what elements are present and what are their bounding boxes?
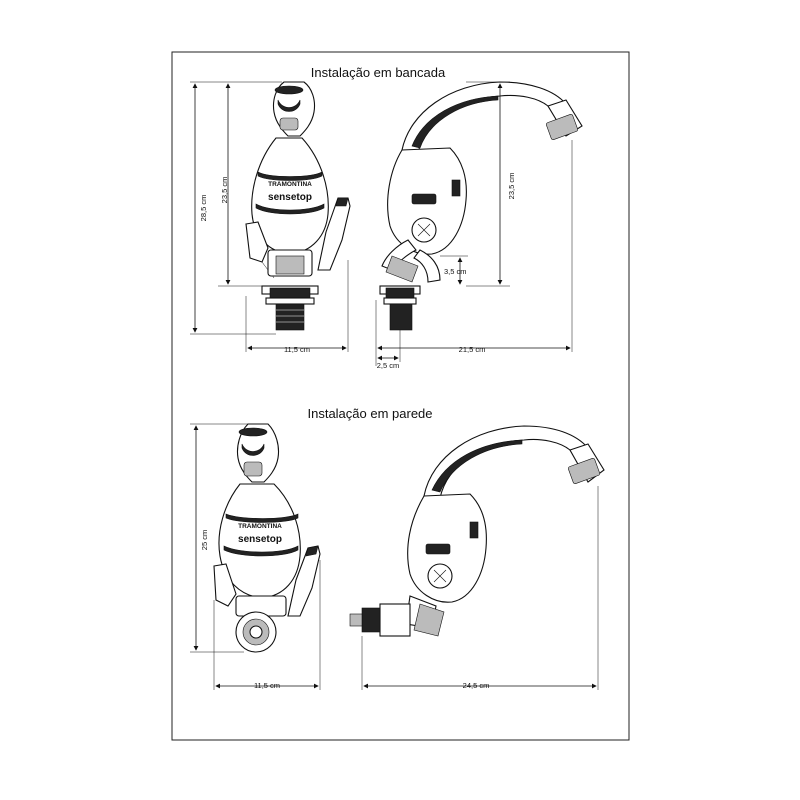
dim-bancada-base-height: 3,5 cm [444, 267, 467, 276]
brand-product-front-top: sensetop [268, 192, 312, 203]
dim-bancada-body-height-side: 23,5 cm [507, 173, 516, 200]
dim-parede-height: 25 cm [200, 530, 209, 550]
brand-product-front-bottom: sensetop [238, 534, 282, 545]
brand-name-front-bottom: TRAMONTINA [238, 523, 282, 530]
dim-bancada-total-height: 28,5 cm [199, 195, 208, 222]
dim-bancada-width-front: 11,5 cm [284, 345, 310, 354]
page-border [171, 51, 630, 741]
dimension-lines-front-bottom [190, 423, 321, 690]
dim-bancada-body-height-front: 23,5 cm [220, 177, 229, 204]
faucet-front-view-bancada: TRAMONTINA sensetop [245, 81, 351, 331]
dim-parede-width-front: 11,5 cm [254, 681, 280, 690]
dimension-lines-side-top [375, 81, 573, 366]
brand-name-front-top: TRAMONTINA [268, 181, 312, 188]
dim-parede-reach: 24,5 cm [463, 681, 490, 690]
dim-bancada-offset: 2,5 cm [377, 361, 400, 370]
dim-bancada-reach: 21,5 cm [459, 345, 486, 354]
dimension-lines-front-top [190, 81, 349, 352]
faucet-front-view-parede: TRAMONTINA sensetop [213, 423, 321, 653]
faucet-side-view-bancada [379, 81, 583, 331]
faucet-side-view-parede [349, 425, 605, 637]
dimension-lines-side-bottom [361, 486, 599, 690]
title-parede: Instalação em parede [307, 406, 432, 421]
title-bancada: Instalação em bancada [311, 65, 446, 80]
